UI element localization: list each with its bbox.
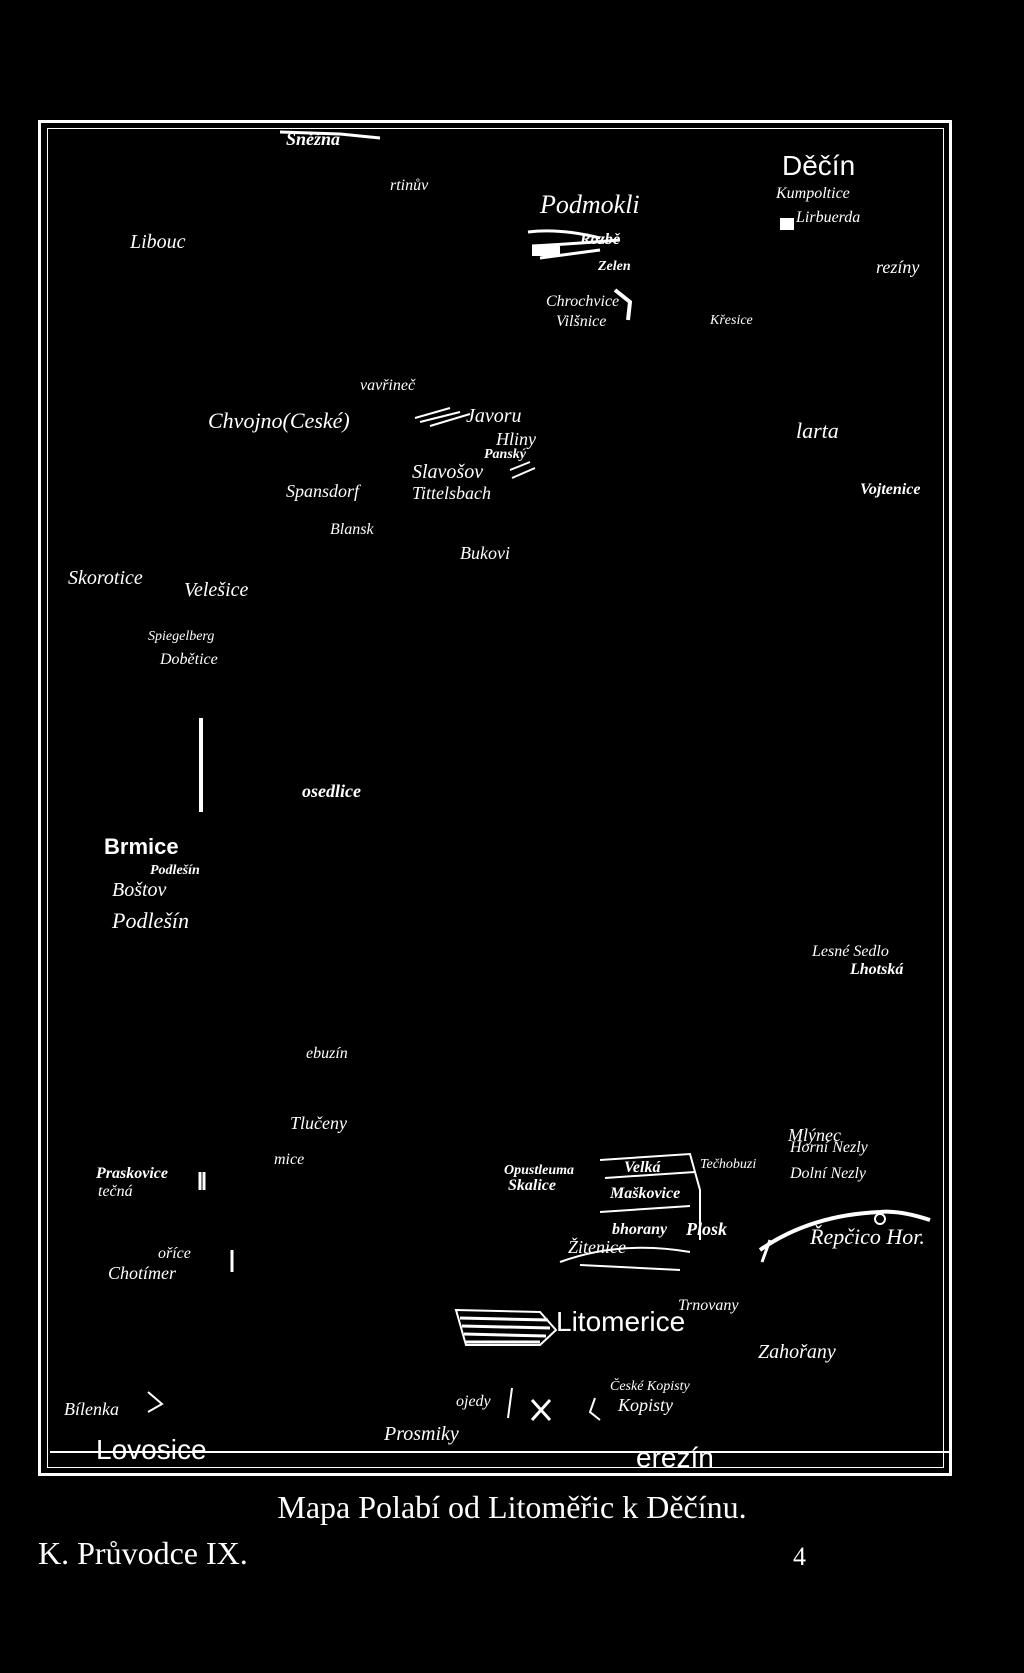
place-label-vavrineckovec: vavřineč (360, 377, 416, 394)
place-label-ceske-kopisty: České Kopisty (610, 1379, 690, 1394)
place-label-decin: Děčín (782, 150, 856, 181)
place-label-bukovi: Bukovi (460, 543, 510, 563)
place-label-tittelsbach: Tittelsbach (412, 483, 492, 503)
place-label-spansdorf: Spansdorf (286, 481, 360, 501)
place-label-chvojno: Chvojno(Ceské) (208, 408, 350, 433)
place-label-dolni-nezly: Dolní Nezly (790, 1165, 866, 1182)
place-label-tecna: tečná (98, 1183, 133, 1200)
place-label-lovosice: Lovosice (96, 1434, 207, 1465)
hill-hatch-javoru (414, 407, 471, 427)
place-label-snezna: Sněžná (286, 129, 341, 149)
settlement-mark-kopisty (588, 1397, 601, 1421)
place-label-velesice: Velešice (184, 579, 249, 601)
settlement-block-podmokli (532, 246, 560, 256)
road-litomerice-4 (559, 1246, 691, 1263)
hill-hatch-slavosov (509, 461, 536, 479)
place-label-libouc: Libouc (130, 231, 186, 253)
settlement-block-decin (780, 218, 794, 230)
road-zitenice (579, 1264, 681, 1271)
place-label-rozbelec: Rozbě (580, 231, 620, 248)
road-repcice (758, 1209, 931, 1252)
town-hatch-litomerice-fill (459, 1316, 551, 1344)
place-label-chrochvice: Chrochvice (546, 293, 620, 310)
place-label-vilsnice: Vilšnice (556, 313, 607, 330)
settlement-mark-praskovice (198, 1172, 206, 1190)
place-label-lesne-sedlo: Lesné Sedlo (812, 943, 889, 960)
place-label-maskovice: Maškovice (610, 1185, 681, 1202)
place-label-lhotska: Lhotská (850, 961, 904, 978)
place-label-mlynec: Mlýnec (788, 1125, 841, 1145)
place-label-javoru: Javoru (466, 405, 522, 427)
place-label-plosk: Plosk (686, 1219, 728, 1239)
place-label-nebuzin: ebuzín (306, 1045, 348, 1062)
place-label-repcico-hor: Řepčico Hor. (810, 1224, 925, 1249)
place-label-bostov: Boštov (112, 879, 167, 901)
river-line-top (279, 130, 381, 140)
place-label-litomerice: Litomerice (556, 1306, 686, 1337)
place-label-pansky: Panský (484, 447, 526, 462)
place-label-sporice: oříce (158, 1245, 191, 1262)
town-hatch-litomerice (454, 1308, 558, 1346)
bilenka-mark (147, 1391, 164, 1413)
map-frame (38, 120, 952, 1476)
place-label-lierbuerda: Lirbuerda (796, 209, 861, 226)
place-label-zitenice: Žitenice (568, 1237, 626, 1257)
place-label-zeleny: Zelen (598, 259, 631, 274)
place-label-tlucna: Tečhobuzi (700, 1157, 757, 1172)
place-label-mice: mice (274, 1151, 305, 1168)
place-label-tluceny: Tlučeny (290, 1113, 347, 1133)
place-label-vojtenice: Vojtenice (860, 481, 921, 498)
place-label-marta: larta (796, 418, 839, 443)
place-label-terezin: erezín (636, 1442, 714, 1473)
settlement-mark-x (530, 1398, 552, 1422)
place-label-bilenka: Bílenka (64, 1399, 119, 1419)
place-label-martinova: rtinův (390, 177, 429, 194)
place-label-horni-nezly: Horní Nezly (790, 1139, 868, 1156)
place-label-dobetice: Dobětice (160, 651, 218, 668)
place-label-hliny: Hliny (496, 429, 536, 449)
place-label-opustleuma: Opustleuma (504, 1163, 575, 1178)
settlement-mark-vilsnice (613, 288, 633, 321)
place-label-podmokli: Podmokli (540, 190, 640, 219)
settlement-mark-podmokli (527, 229, 621, 260)
road-litomerice-3 (599, 1205, 691, 1213)
place-label-skalice: Skalice (508, 1177, 556, 1194)
place-label-skorotice: Skorotice (68, 567, 143, 589)
place-label-zahorany: Zahořany (758, 1341, 836, 1363)
place-label-cholimer: Chotímer (108, 1263, 177, 1283)
place-label-ojedy: ojedy (456, 1393, 491, 1410)
place-label-brezny: rezíny (876, 257, 920, 277)
map-inner-border (47, 128, 944, 1468)
place-label-brmice: Brmice (104, 834, 179, 859)
road-circle-repcice (874, 1213, 886, 1225)
place-label-kopisty: Kopisty (618, 1395, 674, 1415)
road-litomerice-2 (604, 1171, 696, 1179)
road-repcice-2 (760, 1239, 772, 1263)
page-number: 4 (793, 1542, 806, 1571)
place-label-blansko: Blansk (330, 521, 374, 538)
place-label-trnovany: Trnovany (678, 1297, 739, 1314)
place-label-prosmiky: Prosmiky (384, 1423, 459, 1445)
place-label-spiegelberg: Spiegelberg (148, 629, 215, 644)
map-caption: Mapa Polabí od Litoměřic k Děčínu. (277, 1489, 747, 1525)
place-label-slavosov: Slavošov (412, 461, 484, 483)
place-label-praskovice: Praskovice (96, 1165, 168, 1182)
settlement-mark-ojedy (507, 1387, 513, 1419)
place-label-velka: Velká (624, 1159, 661, 1176)
place-label-borany: bhorany (612, 1221, 668, 1238)
guide-label: K. Průvodce IX. (38, 1535, 248, 1571)
place-label-podlesin2: Podlešín (112, 908, 189, 933)
place-label-kumpolt: Kumpoltice (776, 185, 850, 202)
place-label-kresice: Křesice (710, 313, 753, 328)
place-label-podlesin1: Podlešín (150, 863, 200, 878)
place-label-posedlice: osedlice (302, 781, 361, 801)
